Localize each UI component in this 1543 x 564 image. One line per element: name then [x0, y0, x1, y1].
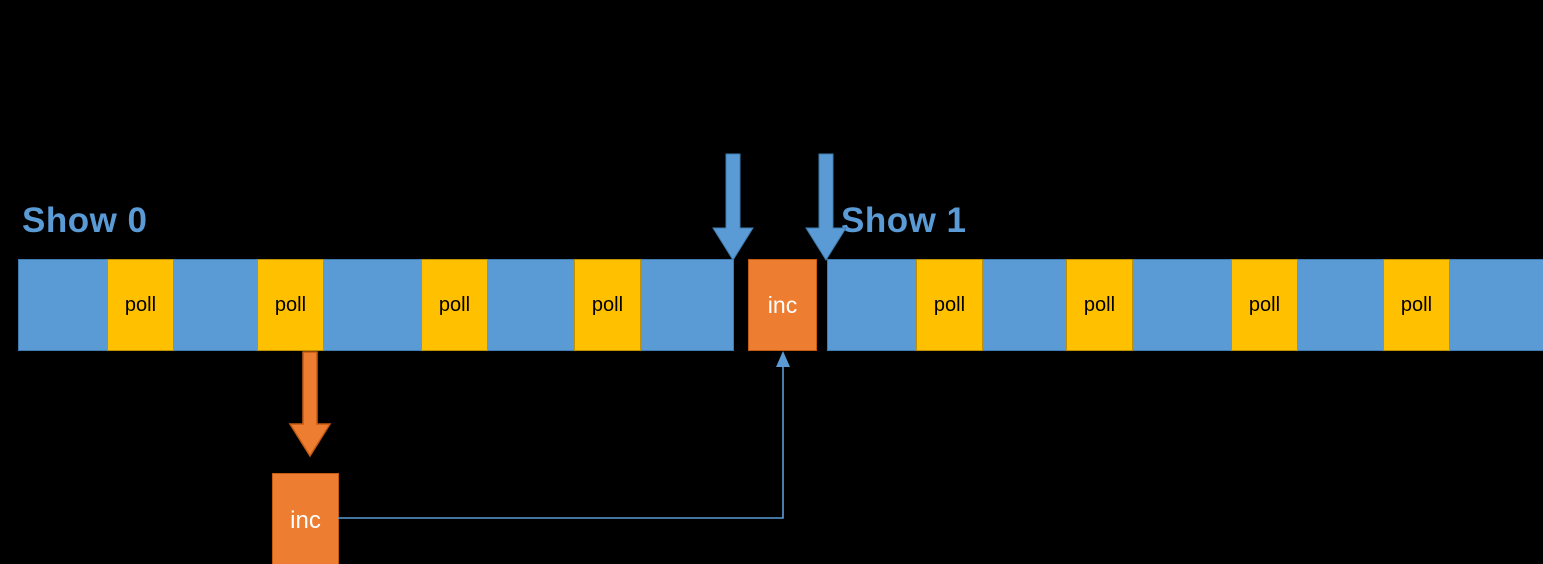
inc-block-timeline[interactable]: inc [748, 259, 817, 351]
poll-segment[interactable]: poll [1231, 259, 1298, 351]
down-arrow-show0-boundary-icon [712, 153, 754, 262]
poll-segment[interactable]: poll [1383, 259, 1450, 351]
poll-segment[interactable]: poll [1066, 259, 1133, 351]
poll-segment[interactable]: poll [916, 259, 983, 351]
section-label-show1: Show 1 [841, 201, 967, 240]
down-arrow-poll-to-inc-icon [288, 351, 332, 458]
poll-segment[interactable]: poll [257, 259, 324, 351]
section-label-show0: Show 0 [22, 201, 148, 240]
down-arrow-show1-boundary-icon [805, 153, 847, 262]
poll-segment[interactable]: poll [107, 259, 174, 351]
poll-segment[interactable]: poll [421, 259, 488, 351]
poll-segment[interactable]: poll [574, 259, 641, 351]
inc-block-detached[interactable]: inc [272, 473, 339, 564]
connector-inc-to-timeline-arrow [330, 344, 800, 534]
